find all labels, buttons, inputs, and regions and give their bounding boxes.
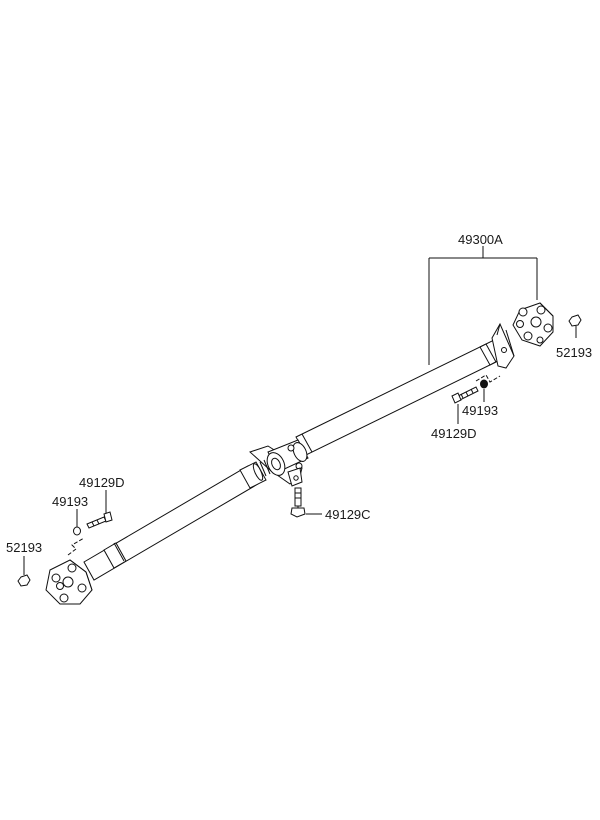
- assembly-bracket: [428, 246, 538, 365]
- front-dash-leader: [67, 537, 85, 556]
- front-flange-nut: [17, 556, 31, 587]
- label-49300A: 49300A: [458, 232, 503, 247]
- front-flex-coupling: [45, 559, 93, 605]
- center-bearing: [249, 439, 309, 487]
- label-52193-left: 52193: [6, 540, 42, 555]
- rear-bolt: [451, 386, 479, 424]
- center-bolt: [290, 487, 322, 518]
- rear-nut: [480, 379, 488, 402]
- front-bolt: [86, 490, 113, 529]
- label-49193-left: 49193: [52, 494, 88, 509]
- rear-flex-coupling: [512, 302, 554, 347]
- rear-yoke: [491, 322, 515, 369]
- label-49129C: 49129C: [325, 507, 371, 522]
- label-49193-right: 49193: [462, 403, 498, 418]
- label-49129D-right: 49129D: [431, 426, 477, 441]
- front-shaft-tube: [83, 461, 267, 581]
- rear-dash-leader: [475, 374, 501, 383]
- label-49129D-left: 49129D: [79, 475, 125, 490]
- front-nut: [73, 509, 81, 536]
- label-52193-right: 52193: [556, 345, 592, 360]
- rear-flange-nut: [568, 314, 582, 338]
